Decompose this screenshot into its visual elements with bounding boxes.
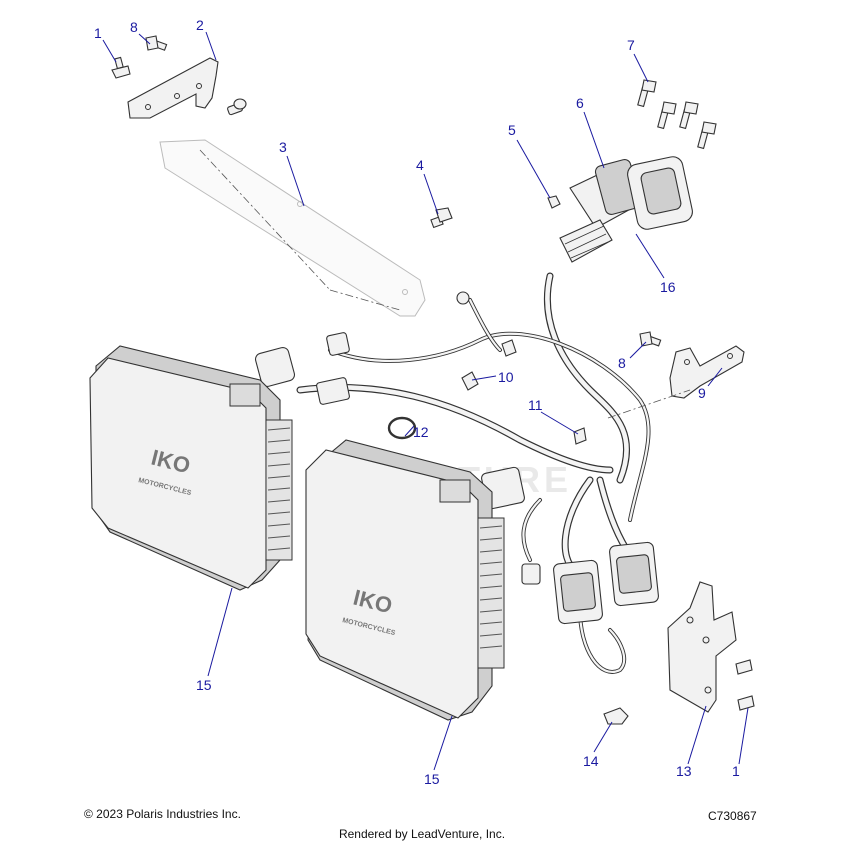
bolts-7 — [637, 79, 717, 150]
callout-16: 16 — [660, 279, 676, 295]
callout-9: 9 — [698, 385, 706, 401]
callout-8-top: 8 — [130, 19, 138, 35]
copyright-text: © 2023 Polaris Industries Inc. — [84, 807, 241, 821]
callout-4: 4 — [416, 157, 424, 173]
control-module-right: IKO MOTORCYCLES — [305, 439, 505, 721]
drawing-number: C730867 — [708, 809, 757, 823]
callout-12: 12 — [413, 424, 429, 440]
nut-5 — [547, 195, 561, 209]
callout-2: 2 — [196, 17, 204, 33]
bracket-9 — [669, 345, 745, 399]
leader-lines — [102, 31, 749, 771]
bolt-4 — [430, 207, 453, 229]
bolt-top-left — [145, 35, 168, 51]
wiring-harness — [254, 272, 659, 725]
callout-15-right: 15 — [424, 771, 440, 787]
callout-13: 13 — [676, 763, 692, 779]
callout-7: 7 — [627, 37, 635, 53]
rendered-by-text: Rendered by LeadVenture, Inc. — [338, 827, 506, 841]
callout-11: 11 — [528, 397, 543, 413]
callout-8-right: 8 — [618, 355, 626, 371]
callout-10: 10 — [498, 369, 514, 385]
callout-6: 6 — [576, 95, 584, 111]
screws-lower-right — [735, 659, 755, 711]
control-module-left: IKO MOTORCYCLES — [89, 345, 293, 591]
screw-top-left — [111, 56, 131, 79]
center-lines — [199, 149, 691, 419]
callout-14: 14 — [583, 753, 599, 769]
callout-3: 3 — [279, 139, 287, 155]
callout-5: 5 — [508, 122, 516, 138]
bracket-bolt — [227, 98, 247, 116]
callout-15-left: 15 — [196, 677, 212, 693]
strap-plate — [159, 139, 426, 317]
upper-bracket — [127, 57, 219, 119]
bracket-13 — [667, 581, 737, 713]
callout-1-bottom: 1 — [732, 763, 740, 779]
round-connector-assembly — [559, 156, 693, 263]
callouts: 1 8 2 3 4 5 6 7 16 8 9 10 11 12 15 15 14… — [94, 17, 740, 787]
bolt-right-8 — [639, 331, 662, 347]
callout-1-top: 1 — [94, 25, 102, 41]
